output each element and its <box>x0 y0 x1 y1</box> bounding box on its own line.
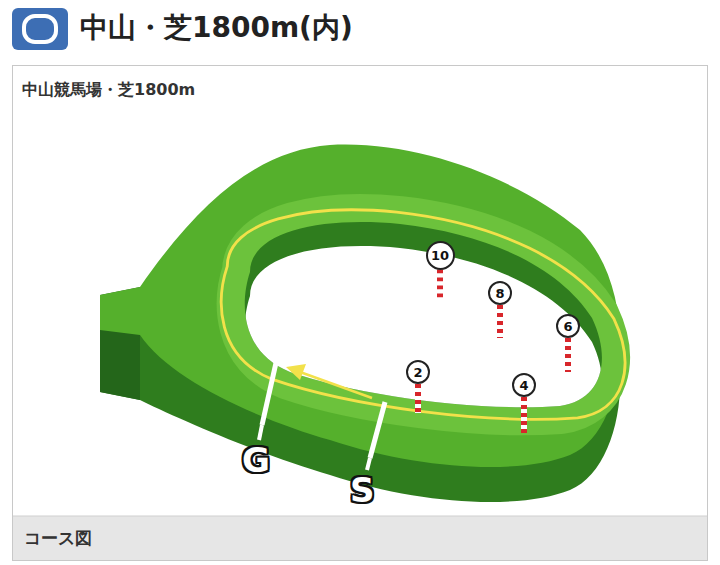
marker-pole <box>497 337 503 338</box>
marker-pole <box>521 421 527 425</box>
marker-pole <box>565 366 571 370</box>
direction-line <box>300 372 372 398</box>
marker-pole <box>497 309 503 313</box>
marker-pole <box>437 290 443 294</box>
marker-pole <box>497 329 503 333</box>
infield <box>245 246 602 431</box>
marker-pole <box>521 429 527 433</box>
panel-heading: 中山競馬場・芝1800m <box>22 80 195 101</box>
goal-line <box>262 345 280 425</box>
marker-pole <box>497 313 503 317</box>
marker-circle: 10 <box>426 241 455 270</box>
caption-band <box>13 516 707 560</box>
marker-circle: 6 <box>556 314 580 338</box>
marker-pole <box>415 412 421 413</box>
marker-pole <box>437 294 443 298</box>
marker-pole <box>521 413 527 417</box>
marker-circle: 2 <box>406 360 430 384</box>
marker-number: 6 <box>563 320 572 333</box>
marker-pole <box>497 325 503 329</box>
marker-pole <box>565 346 571 350</box>
marker-pole <box>521 405 527 409</box>
direction-arrowhead <box>286 364 306 380</box>
start-leader <box>367 458 370 470</box>
marker-pole <box>415 384 421 388</box>
caption-divider <box>13 516 707 517</box>
marker-pole <box>521 397 527 401</box>
marker-pole <box>565 362 571 366</box>
panel <box>13 66 708 561</box>
marker-number: 4 <box>519 379 528 392</box>
marker-pole <box>497 333 503 337</box>
marker-number: 8 <box>495 287 504 300</box>
marker-pole <box>497 317 503 321</box>
header-icon <box>12 8 68 50</box>
marker-circle: 4 <box>512 373 536 397</box>
marker-pole <box>521 401 527 405</box>
marker-pole <box>565 358 571 362</box>
marker-pole <box>565 338 571 342</box>
marker-pole <box>437 286 443 290</box>
marker-pole <box>521 425 527 429</box>
marker-pole <box>521 409 527 413</box>
marker-pole <box>565 342 571 346</box>
marker-pole <box>497 305 503 309</box>
marker-pole <box>415 404 421 408</box>
marker-pole <box>565 354 571 358</box>
marker-pole <box>415 388 421 392</box>
marker-pole <box>415 400 421 404</box>
marker-circle: 8 <box>488 281 512 305</box>
icon-oval <box>24 16 56 42</box>
start-label: S <box>350 470 375 510</box>
marker-pole <box>415 392 421 396</box>
marker-pole <box>437 274 443 278</box>
marker-pole <box>437 282 443 286</box>
marker-pole <box>497 321 503 325</box>
marker-pole <box>565 350 571 354</box>
marker-pole <box>437 270 443 274</box>
marker-pole <box>415 396 421 400</box>
marker-pole <box>437 298 443 301</box>
marker-number: 10 <box>431 249 449 262</box>
marker-pole <box>565 370 571 372</box>
goal-label: G <box>242 440 270 480</box>
marker-pole <box>437 278 443 282</box>
start-line <box>370 402 385 458</box>
marker-pole <box>415 408 421 412</box>
marker-number: 2 <box>413 366 422 379</box>
goal-leader <box>259 425 262 440</box>
page-title: 中山・芝1800m(内) <box>80 9 353 47</box>
caption: コース図 <box>24 527 92 550</box>
marker-pole <box>521 417 527 421</box>
